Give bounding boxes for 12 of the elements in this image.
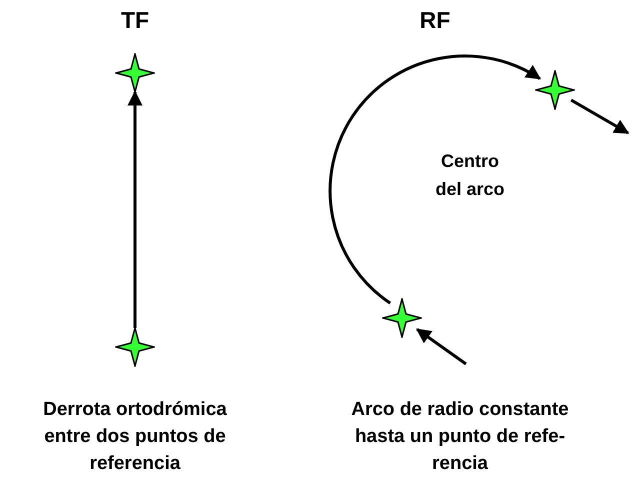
caption-text: Derrota ortodrómica entre dos puntos de referencia <box>42 398 228 476</box>
waypoint-star-icon <box>535 70 575 110</box>
arrow <box>128 90 142 328</box>
arrow <box>416 328 467 366</box>
waypoint-star-icon <box>115 327 155 367</box>
waypoint-star-icon <box>382 298 422 338</box>
route-type-label: RF <box>418 6 452 34</box>
route-type-label: TF <box>120 6 150 34</box>
waypoint-star-icon <box>115 53 155 93</box>
caption-text: Arco de radio constante hasta un punto de refe- rencia <box>350 398 570 476</box>
arc-center-label: Centro del arco <box>434 150 506 201</box>
arrow <box>570 98 630 134</box>
